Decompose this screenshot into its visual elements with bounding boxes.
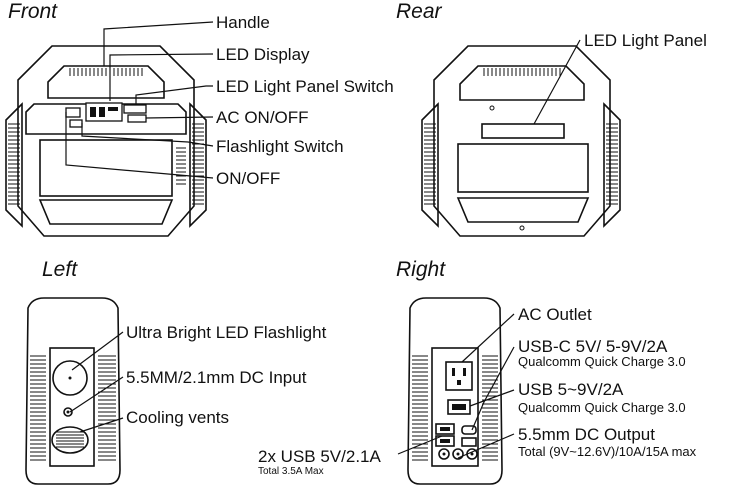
label-led-light-panel: LED Light Panel [584, 31, 707, 50]
rear-leader-line [533, 39, 581, 125]
label-usb-qc-sub: Qualcomm Quick Charge 3.0 [518, 400, 686, 415]
view-title-right: Right [396, 258, 446, 281]
dc-output-port-1-icon [438, 448, 450, 460]
usb-a-port-2-icon [435, 435, 455, 447]
front-body-outline [17, 45, 195, 237]
rear-led-light-panel [481, 123, 565, 139]
left-view-device [25, 297, 121, 485]
label-ac-outlet: AC Outlet [518, 305, 592, 324]
ac-outlet-icon [445, 361, 473, 391]
label-flashlight: Ultra Bright LED Flashlight [126, 323, 327, 342]
view-title-rear: Rear [396, 0, 443, 23]
on-off-switch-icon [65, 107, 81, 118]
usb-a-port-3-icon [461, 437, 477, 447]
usb-a-port-1-icon [435, 423, 455, 435]
label-usb-2x-sub: Total 3.5A Max [258, 466, 324, 477]
label-led-display: LED Display [216, 45, 310, 64]
front-view-device [5, 45, 207, 237]
label-cooling-vents: Cooling vents [126, 408, 229, 427]
dc-input-port-icon [63, 407, 73, 417]
handle-opening [47, 65, 165, 99]
ac-on-off-switch-icon [127, 114, 147, 123]
rear-handle-grip-icon [483, 68, 561, 76]
rear-bottom-bezel [456, 197, 590, 223]
rear-handle-opening [459, 65, 585, 101]
label-on-off: ON/OFF [216, 169, 280, 188]
front-control-panel [25, 103, 187, 135]
left-side-vent-grille-right [98, 355, 116, 461]
front-center-panel [39, 139, 173, 197]
view-title-left: Left [42, 258, 78, 281]
rear-center-panel [457, 143, 589, 193]
right-leader-lines [397, 313, 515, 459]
cooling-vent-icon [51, 426, 89, 454]
left-leader-lines [69, 331, 124, 433]
right-view-device [407, 297, 503, 485]
left-center-panel [49, 347, 95, 467]
front-leader-lines [65, 21, 214, 179]
label-usb-c-sub: Qualcomm Quick Charge 3.0 [518, 354, 686, 369]
right-center-panel [431, 347, 479, 467]
label-dc-output-sub: Total (9V~12.6V)/10A/15A max [518, 444, 697, 459]
label-usb-2x: 2x USB 5V/2.1A [258, 447, 382, 466]
usb-c-port-icon [461, 425, 477, 435]
usb-qc-port-icon [447, 399, 471, 415]
led-light-panel-switch-icon [123, 104, 147, 114]
dc-output-port-2-icon [452, 448, 464, 460]
view-title-front: Front [8, 0, 58, 23]
left-side-vent-grille-left [30, 355, 46, 461]
label-led-light-panel-switch: LED Light Panel Switch [216, 77, 394, 96]
handle-grip-icon [69, 68, 143, 76]
front-bottom-bezel [38, 199, 174, 225]
label-dc-output: 5.5mm DC Output [518, 425, 655, 444]
label-ac-on-off: AC ON/OFF [216, 108, 309, 127]
label-dc-input: 5.5MM/2.1mm DC Input [126, 368, 307, 387]
rear-right-vent-grille [603, 102, 621, 228]
right-body-outline [407, 297, 503, 485]
left-body-outline [25, 297, 121, 485]
flashlight-lens-icon [52, 360, 88, 396]
label-handle: Handle [216, 13, 270, 32]
label-usb-qc: USB 5~9V/2A [518, 380, 624, 399]
flashlight-switch-icon [69, 119, 83, 128]
label-flashlight-switch: Flashlight Switch [216, 137, 344, 156]
right-side-vent-grille-left [412, 355, 428, 461]
right-side-vent-grille-right [482, 355, 498, 461]
label-usb-c: USB-C 5V/ 5-9V/2A [518, 337, 668, 356]
rear-view-device [421, 45, 621, 237]
rear-body-outline [433, 45, 611, 237]
